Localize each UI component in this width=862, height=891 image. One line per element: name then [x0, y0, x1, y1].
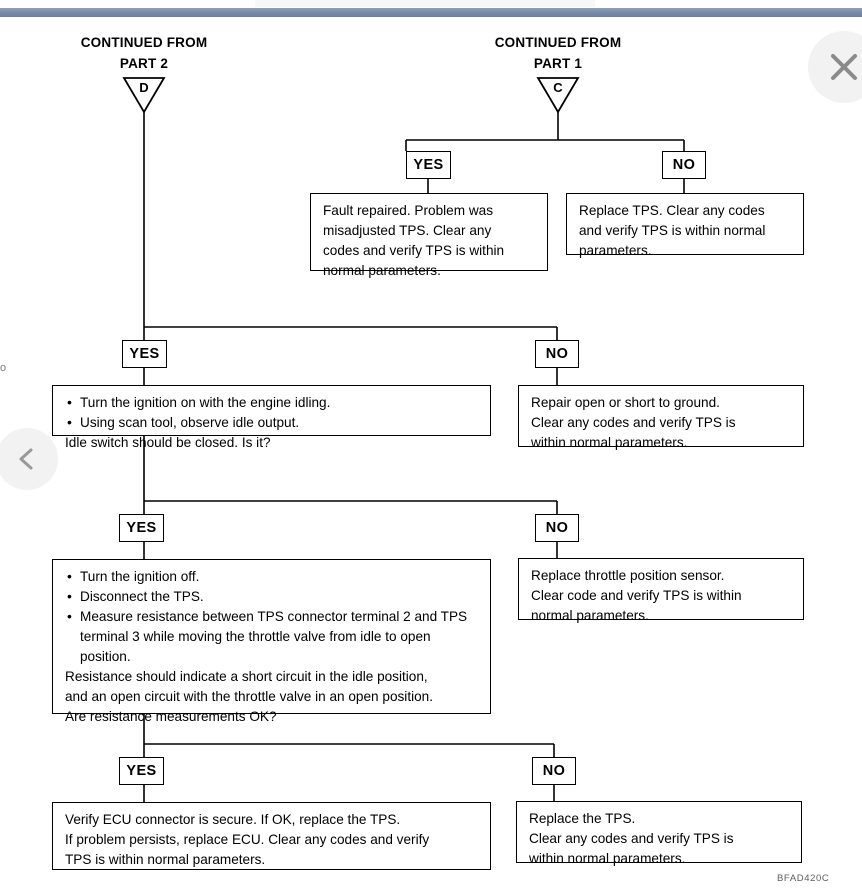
textbox-idle-switch-check: Turn the ignition on with the engine idl…	[52, 385, 491, 450]
textbox-line: Verify ECU connector is secure. If OK, r…	[65, 812, 401, 827]
textbox-line: Fault repaired. Problem was	[323, 203, 493, 218]
textbox-fault-repaired: Fault repaired. Problem was misadjusted …	[310, 193, 548, 278]
textbox-bullet: Measure resistance between TPS connector…	[67, 606, 480, 667]
no-label-branch-idle-switch: NO	[535, 340, 579, 368]
yes-label-branch-idle-switch: YES	[122, 340, 167, 368]
flowchart-diagram: CONTINUED FROM PART 2 D CONTINUED FROM P…	[0, 17, 862, 891]
continued-line2: PART 2	[119, 55, 169, 71]
yes-label-branch-resistance: YES	[119, 514, 164, 542]
textbox-line: within normal parameters.	[531, 434, 688, 450]
textbox-line: Clear any codes and verify TPS is	[529, 830, 734, 846]
flowchart-connector-lines	[122, 77, 685, 802]
textbox-bullet: Turn the ignition on with the engine idl…	[67, 392, 480, 413]
textbox-replace-throttle-position-sensor: Replace throttle position sensor. Clear …	[518, 558, 804, 623]
connector-letter-d: D	[139, 80, 149, 95]
textbox-line: and verify TPS is within normal	[579, 222, 766, 238]
textbox-line: normal parameters.	[531, 607, 649, 623]
textbox-line: and an open circuit with the throttle va…	[65, 688, 434, 704]
textbox-replace-tps-part1: Replace TPS. Clear any codes and verify …	[566, 193, 804, 258]
continued-line1: CONTINUED FROM	[494, 35, 622, 50]
textbox-line: parameters.	[579, 242, 652, 258]
textbox-line: within normal parameters.	[529, 850, 686, 866]
continued-line2: PART 1	[533, 55, 583, 71]
stray-scan-mark: o	[0, 362, 7, 374]
close-icon	[831, 54, 857, 80]
page-top-tint	[255, 0, 595, 7]
textbox-line: normal parameters.	[323, 262, 441, 278]
textbox-line: Replace throttle position sensor.	[531, 568, 725, 583]
textbox-line: Are resistance measurements OK?	[65, 708, 277, 724]
textbox-line: Resistance should indicate a short circu…	[65, 668, 428, 684]
no-label-branch-final: NO	[532, 757, 576, 785]
textbox-line: codes and verify TPS is within	[323, 242, 505, 258]
textbox-resistance-measurement: Turn the ignition off. Disconnect the TP…	[52, 559, 491, 724]
close-button[interactable]	[808, 31, 862, 103]
continued-line1: CONTINUED FROM	[80, 35, 208, 50]
chevron-left-icon	[19, 448, 33, 470]
textbox-line: misadjusted TPS. Clear any	[323, 222, 492, 238]
textbox-repair-open-short: Repair open or short to ground. Clear an…	[518, 385, 804, 450]
no-label-branch-resistance: NO	[535, 514, 579, 542]
textbox-line: Clear any codes and verify TPS is	[531, 414, 736, 430]
textbox-verify-ecu-connector: Verify ECU connector is secure. If OK, r…	[52, 802, 491, 870]
textbox-line: Clear code and verify TPS is within	[531, 587, 742, 603]
no-label-branch-part1: NO	[662, 151, 706, 179]
textbox-line: TPS is within normal parameters.	[65, 851, 266, 867]
previous-page-button[interactable]	[0, 428, 58, 490]
textbox-bullet: Turn the ignition off.	[67, 566, 480, 587]
textbox-bullet-list: Turn the ignition off. Disconnect the TP…	[65, 566, 480, 667]
textbox-bullet: Disconnect the TPS.	[67, 586, 480, 607]
textbox-line: Repair open or short to ground.	[531, 395, 720, 410]
continued-from-part1-label: CONTINUED FROM PART 1	[473, 33, 643, 75]
continued-from-part2-label: CONTINUED FROM PART 2	[59, 33, 229, 75]
figure-code-label: BFAD420C	[777, 873, 830, 884]
connector-letter-c: C	[553, 80, 563, 95]
yes-label-branch-part1: YES	[406, 151, 451, 179]
yes-label-branch-final: YES	[119, 757, 164, 785]
viewer-top-bar	[0, 8, 862, 17]
textbox-line: Idle switch should be closed. Is it?	[65, 434, 271, 450]
textbox-line: Replace the TPS.	[529, 811, 636, 826]
textbox-line: Replace TPS. Clear any codes	[579, 203, 765, 218]
textbox-replace-the-tps: Replace the TPS. Clear any codes and ver…	[516, 801, 802, 866]
textbox-line: If problem persists, replace ECU. Clear …	[65, 831, 430, 847]
textbox-bullet-list: Turn the ignition on with the engine idl…	[65, 392, 480, 433]
textbox-bullet: Using scan tool, observe idle output.	[67, 412, 480, 433]
